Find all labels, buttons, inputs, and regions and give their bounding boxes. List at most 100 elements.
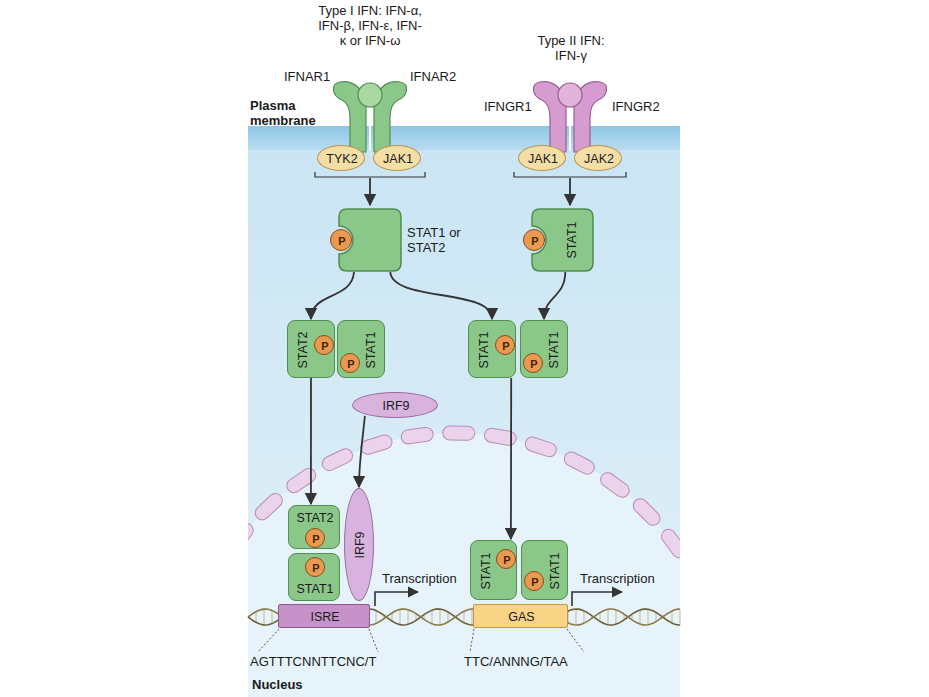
node-label: JAK1: [528, 152, 558, 166]
envelope-segment: [320, 446, 355, 472]
node-label: STAT1: [547, 331, 561, 368]
envelope-segment: [598, 470, 632, 500]
dna-rung: [576, 609, 577, 625]
text-label: Type II IFN: IFN-γ: [524, 34, 618, 64]
dna-rung: [272, 610, 273, 623]
dna-rung: [376, 611, 377, 624]
dna-rung: [640, 610, 641, 624]
stat-protein: STAT1 P: [468, 320, 516, 378]
type2-receptor: [533, 82, 606, 152]
dna-rung: [600, 613, 601, 622]
stat-protein: STAT1P: [520, 320, 568, 378]
node-label: STAT1: [479, 552, 493, 589]
node-label: P: [531, 235, 538, 248]
pathway-arrow: [510, 378, 512, 539]
plasma-membrane: [248, 126, 680, 150]
dna-rung: [256, 612, 257, 623]
irf9-protein: IRF9: [344, 488, 374, 601]
dna-rung: [408, 610, 409, 625]
node-label: STAT1: [477, 331, 491, 368]
envelope-segment: [359, 433, 394, 456]
envelope-segment: [659, 527, 680, 561]
node-label: P: [347, 358, 354, 371]
stat-protein: STAT2P: [287, 320, 335, 378]
phosphate-circle: P: [496, 549, 516, 569]
node-label: JAK2: [584, 152, 614, 166]
node-label: STAT1: [548, 552, 562, 589]
pathway-arrow: [544, 272, 565, 319]
pathway-arrow: [310, 378, 312, 504]
phosphate-circle: P: [330, 229, 352, 251]
node-label: TYK2: [326, 152, 357, 166]
pathway-arrow: [311, 272, 354, 319]
dna-rung: [448, 612, 449, 622]
dna-strand: [248, 609, 680, 625]
phosphate-circle: P: [340, 353, 360, 373]
stat-protein: STAT2P: [288, 505, 340, 549]
node-label: P: [502, 340, 509, 353]
kinase-oval: JAK2: [574, 145, 622, 171]
dna-strand: [248, 609, 680, 625]
dna-rung: [656, 612, 657, 621]
node-label: IRF9: [353, 531, 367, 558]
text-label: TTC/ANNNG/TAA: [464, 655, 568, 670]
envelope-segment: [443, 426, 475, 440]
type1-receptor: [333, 82, 406, 152]
kinase-oval: JAK1: [518, 145, 566, 171]
dna-rung: [400, 609, 401, 624]
gas-element: GAS: [473, 604, 568, 628]
node-label: P: [531, 576, 538, 589]
node-label: STAT2: [296, 511, 333, 525]
isre-element: ISRE: [278, 604, 370, 628]
phosphate-circle: P: [305, 557, 325, 577]
node-label: STAT1: [296, 582, 333, 596]
pathway-arrow: [359, 416, 365, 487]
stat-protein: STAT1 P: [470, 540, 517, 600]
text-label: IFNGR1: [484, 100, 532, 115]
stat-protein: STAT1P: [521, 540, 568, 600]
node-label: STAT1: [565, 221, 579, 258]
activation-arrow: [569, 178, 571, 205]
activation-arrow: [369, 178, 371, 205]
envelope-segment: [252, 491, 285, 523]
text-label: IFNAR2: [410, 70, 456, 85]
node-label: STAT1: [364, 331, 378, 368]
stat-monomer: STAT1 or STAT2 P: [325, 208, 470, 272]
dna-rung: [648, 609, 649, 625]
node-label: P: [338, 235, 345, 248]
envelope-segment: [523, 435, 558, 458]
node-label: GAS: [508, 610, 534, 624]
transcription-arrow: [375, 592, 418, 606]
envelope-segment: [483, 427, 517, 446]
pathway-arrow: [390, 272, 492, 319]
dna-rung: [680, 609, 681, 625]
node-label: IRF9: [382, 399, 409, 413]
node-label: STAT1 or STAT2: [407, 226, 467, 256]
dna-rung: [440, 609, 441, 625]
dna-rung: [464, 611, 465, 622]
dna-rung: [616, 610, 617, 624]
sequence-leader: [258, 629, 584, 652]
stat-protein: STAT1 P: [288, 553, 340, 601]
node-label: P: [503, 554, 510, 567]
phosphate-circle: P: [314, 335, 334, 355]
dna-rung: [584, 611, 585, 623]
phosphate-circle: P: [523, 229, 545, 251]
nuclear-envelope: [248, 426, 680, 697]
kinase-bracket: [315, 172, 626, 177]
envelope-segment: [284, 466, 318, 496]
text-label: Nucleus: [252, 678, 303, 693]
kinase-oval: JAK1: [373, 145, 421, 171]
text-label: Plasma membrane: [250, 99, 330, 129]
text-label: Transcription: [382, 572, 457, 587]
dna-rung: [432, 610, 433, 624]
phosphate-circle: P: [305, 528, 325, 548]
envelope-segment: [630, 496, 663, 528]
transcription-arrow: [572, 592, 622, 606]
envelope-segment: [248, 521, 256, 555]
node-label: ISRE: [310, 610, 339, 624]
nucleoplasm: [248, 433, 680, 697]
kinase-oval: TYK2: [317, 145, 365, 171]
